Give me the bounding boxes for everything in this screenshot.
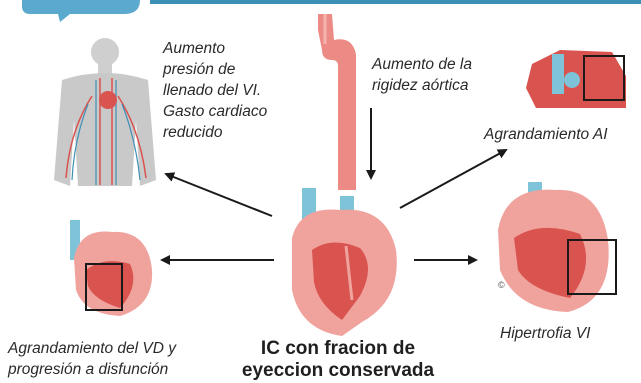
- label-hypertrophy-line: Hipertrofia VI: [500, 325, 591, 342]
- center-title-line: IC con fracion de: [260, 338, 416, 359]
- center-title: IC con fracion de eyeccion conservada: [238, 338, 438, 382]
- label-atrium-line: Agrandamiento AI: [484, 126, 608, 143]
- label-lv-hypertrophy: Hipertrofia VI: [500, 323, 590, 344]
- label-rv-line: progresión a disfunción: [8, 361, 169, 378]
- rv-heart-icon: [70, 220, 153, 316]
- label-rv-enlargement: Agrandamiento del VD y progresión a disf…: [8, 338, 176, 380]
- label-body-line: presión de: [163, 61, 236, 78]
- label-aorta-line: rigidez aórtica: [372, 77, 469, 94]
- central-heart-icon: [292, 188, 397, 336]
- label-rv-line: Agrandamiento del VD y: [8, 340, 177, 357]
- label-body-line: llenado del VI.: [163, 82, 262, 99]
- center-title-line: eyeccion conservada: [241, 360, 435, 381]
- aorta-icon: [318, 14, 356, 190]
- copyright-mark: ©: [498, 280, 505, 290]
- label-body-line: reducido: [163, 124, 223, 141]
- arrow-to-atrium: [399, 149, 508, 209]
- arrow-to-body: [164, 172, 273, 217]
- label-aortic-stiffness: Aumento de la rigidez aórtica: [372, 54, 472, 96]
- hypertrophy-heart-icon: ©: [498, 182, 617, 312]
- human-body-icon: [54, 38, 156, 186]
- label-atrium-enlargement: Agrandamiento AI: [484, 124, 608, 145]
- header-accent: [22, 0, 641, 22]
- label-body-line: Gasto cardiaco: [163, 103, 268, 120]
- atrium-heart-icon: [526, 50, 626, 108]
- label-body-line: Aumento: [163, 40, 226, 57]
- label-body-effects: Aumento presión de llenado del VI. Gasto…: [163, 38, 267, 143]
- label-aorta-line: Aumento de la: [372, 56, 472, 73]
